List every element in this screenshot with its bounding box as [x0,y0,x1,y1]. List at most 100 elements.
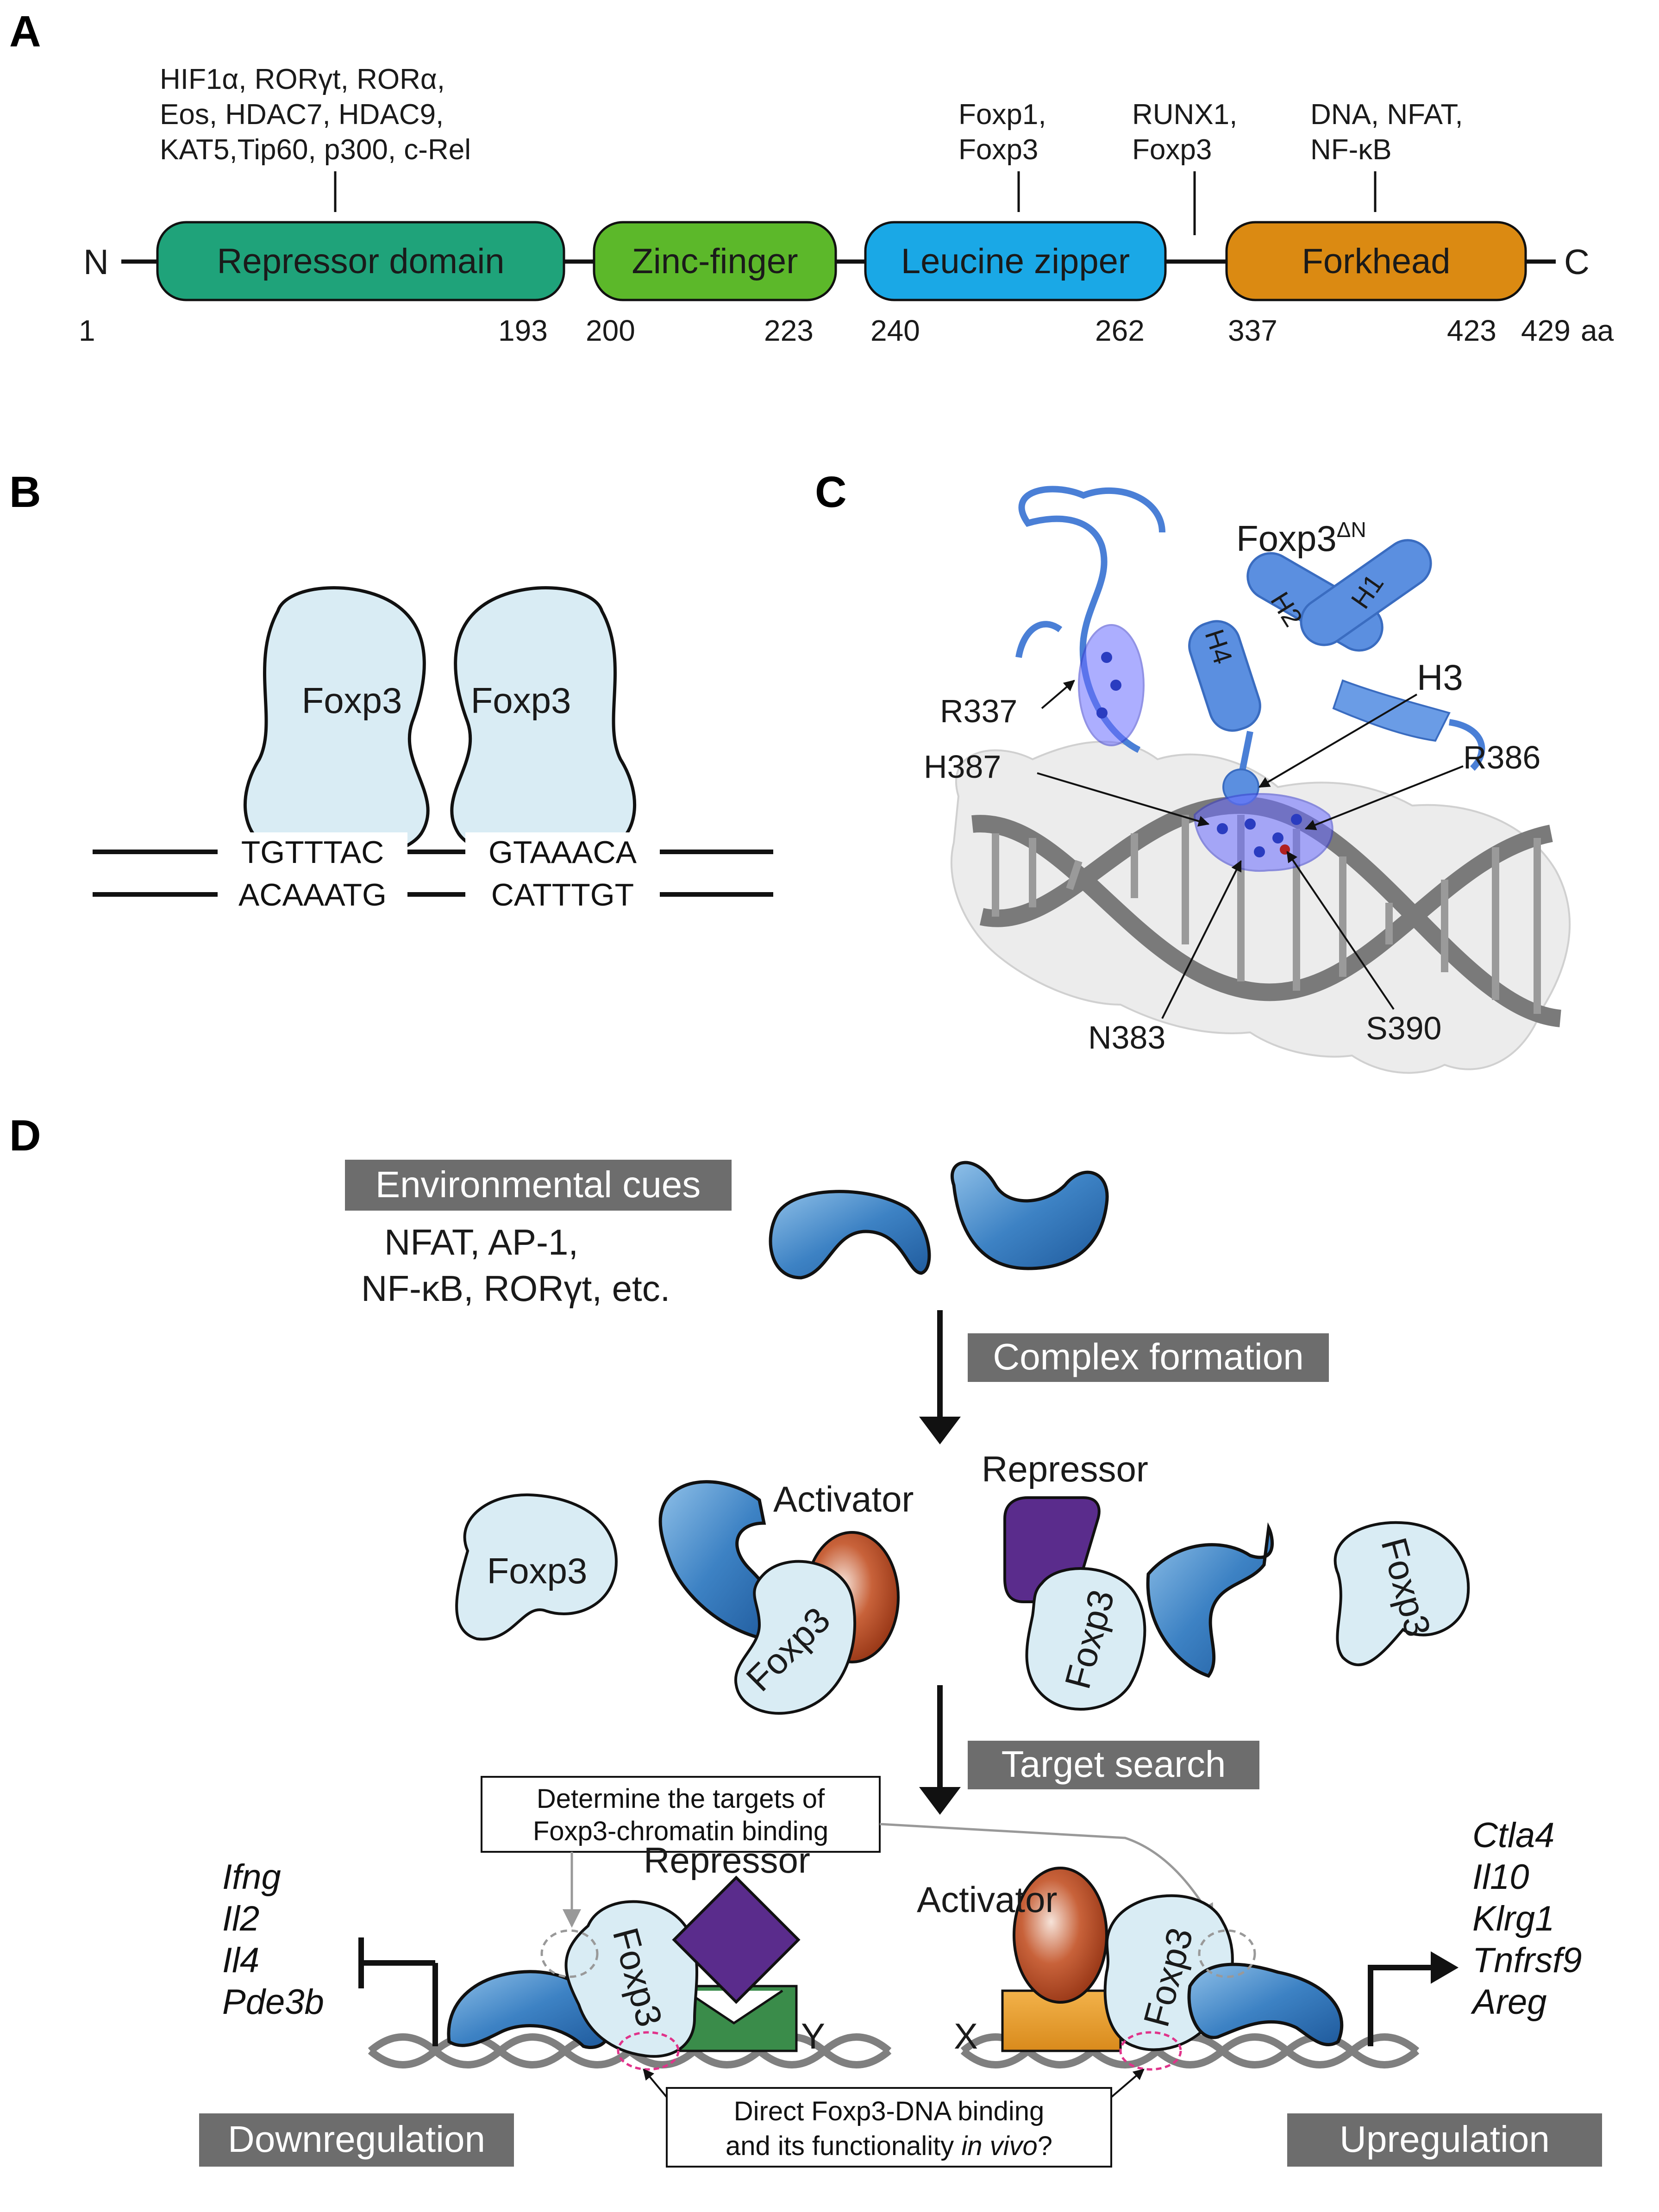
direct-dna-contact-hint [1119,2031,1182,2071]
foxp3-label-left: Foxp3 [302,680,402,721]
upregulation-badge [1287,2113,1602,2167]
dna-surface [950,741,1571,1074]
panel-c-label: C [815,468,847,517]
foxp3-label: Foxp3 [487,1550,588,1591]
functionality-question-line: Direct Foxp3-DNA binding [734,2096,1045,2126]
forkhead-box [1225,221,1527,301]
downregulated-genes: Ifng Il2 Il4 Pde3b [222,1857,324,2022]
position-193: 193 [498,314,548,347]
r386-pointer [1304,765,1464,831]
r337-pointer [1041,680,1075,709]
env-cues-list: NFAT, AP-1, [384,1222,578,1262]
binders-line: RUNX1, [1132,99,1237,131]
binders-line: Foxp1, [958,99,1046,131]
panel-d-label: D [9,1111,41,1160]
gene-label: Ifng [222,1857,281,1897]
n-terminus-label: N [83,243,109,282]
question-pointer-right [1110,2068,1145,2098]
panel-a: A N C Repressor domain Zinc-finger Leuci… [9,7,1614,347]
downregulation-text: Downregulation [228,2118,485,2160]
binders-line: Eos, HDAC7, HDAC9, [160,99,444,131]
gene-label: Ctla4 [1472,1816,1554,1855]
seq-knockout [465,832,660,865]
motif-bottom-right: CATTTGT [491,877,634,912]
foxp3-bound-repressive [564,1900,698,2058]
zinc-finger-box [593,221,837,301]
flow-arrowhead-1 [919,1417,961,1444]
panel-b-label: B [9,468,41,517]
targets-question-line: Foxp3-chromatin binding [533,1816,828,1846]
foxp3-in-activator-complex [734,1560,856,1715]
h3-pointer [1258,694,1418,788]
seq-knockout [465,877,660,910]
upregulation-text: Upregulation [1340,2118,1550,2160]
binders-line: KAT5,Tip60, p300, c-Rel [160,134,471,166]
binders-line: Foxp3 [1132,134,1212,166]
activation-symbol [1368,1965,1435,2046]
position-200: 200 [586,314,635,347]
gene-label: Pde3b [222,1982,324,2022]
residue-s390: S390 [1366,1010,1441,1046]
functionality-question-box [666,2087,1112,2168]
residue-positions: 1 193 200 223 240 262 337 423 429 aa [79,314,1614,347]
helix-h3-label: H3 [1417,657,1463,698]
motif-bottom-left: ACAAATG [238,877,387,912]
leucine-zipper-box [864,221,1167,301]
chromatin-contact-hint [1198,1929,1256,1978]
target-search-badge [968,1741,1259,1789]
leucine-binders: Foxp1, Foxp3 [958,99,1046,212]
downregulation-badge [199,2113,514,2167]
complex-formation-text: Complex formation [993,1336,1303,1377]
position-223: 223 [764,314,814,347]
activator-label: Activator [917,1879,1057,1920]
targets-question-line: Determine the targets of [537,1784,825,1814]
binders-line: HIF1α, RORγt, RORα, [160,63,445,95]
foxp3-in-repressor-complex [1025,1567,1146,1711]
targets-question-box [481,1776,881,1853]
forkhead-binders: DNA, NFAT, NF-κB [1310,99,1463,212]
h387-pointer [1037,772,1210,827]
env-cues-badge-text: Environmental cues [376,1164,701,1205]
repressor-domain-label: Repressor domain [217,242,505,281]
position-423: 423 [1447,314,1496,347]
question-pointer-left [643,2068,668,2098]
flow-arrowhead-2 [919,1787,961,1815]
zinc-finger-label: Zinc-finger [632,242,798,281]
x-label: X [954,2016,978,2056]
binders-line: NF-κB [1310,134,1392,166]
structure-title: Foxp3ΔN [1236,518,1366,559]
forkhead-label: Forkhead [1302,242,1450,281]
env-cues-list: NF-κB, RORγt, etc. [361,1268,670,1309]
gene-label: Il2 [222,1899,259,1938]
foxp3-monomer-left [243,586,430,861]
functionality-question-line: and its functionality in vivo? [726,2131,1052,2161]
repression-symbol [358,1937,438,2046]
residue-sticks [1096,652,1302,857]
repressor-label: Repressor [982,1449,1148,1489]
free-foxp3-monomer [455,1493,618,1641]
residue-n383: N383 [1088,1019,1165,1056]
chromatin-contact-hint [540,1929,599,1978]
activator-label: Activator [773,1479,914,1519]
position-429: 429 [1521,314,1571,347]
upregulated-genes: Ctla4 Il10 Klrg1 Tnfrsf9 Areg [1471,1816,1582,2022]
gene-label: Tnfrsf9 [1472,1941,1582,1980]
foxp3-label-right: Foxp3 [471,680,571,721]
partner-protein [769,1190,931,1280]
n383-pointer [1161,860,1242,1019]
repressor-binders: HIF1α, RORγt, RORα, Eos, HDAC7, HDAC9, K… [160,63,471,212]
partner-protein-bound [1187,1962,1344,2046]
panel-c: C Foxp3ΔN H1 H2 H4 [815,468,1571,1074]
activation-arrowhead [1431,1951,1459,1984]
env-cues-badge [345,1160,732,1211]
motif-top-left: TGTTTAC [241,835,384,870]
position-262: 262 [1095,314,1145,347]
residue-r337: R337 [940,693,1017,729]
gene-label: Il4 [222,1941,259,1980]
target-search-text: Target search [1002,1743,1226,1785]
panel-d: D Environmental cues NFAT, AP-1, NF-κB, … [9,1111,1602,2168]
s390-pointer [1286,851,1395,1010]
gene-label: Areg [1471,1982,1547,2022]
gene-label: Klrg1 [1472,1899,1554,1938]
